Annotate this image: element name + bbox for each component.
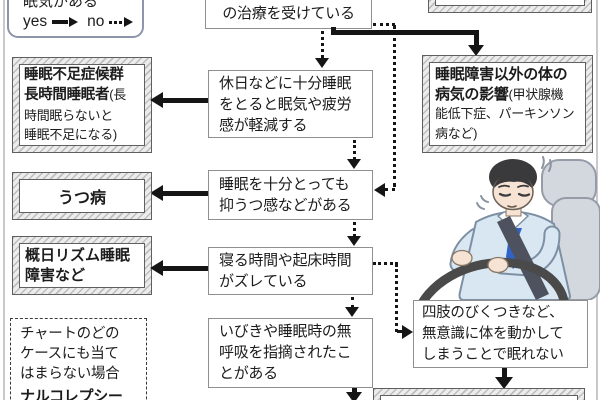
insufficient-line2-bold: 長時間睡眠者 xyxy=(24,87,110,103)
dotted-arrowhead-icon xyxy=(124,17,134,27)
insufficient-line3: 時間眠らないと xyxy=(24,107,113,123)
steering-wheel-shape xyxy=(410,257,570,300)
other-disease-line2-bold: 病気の影響 xyxy=(435,85,509,103)
arrow-depressed-no-head xyxy=(347,236,361,246)
limbs-line2: 無意識に体を動かして xyxy=(422,326,564,342)
node-limb-movement: 四肢のびくつきなど、 無意識に体を動かして しまうことで眠れない xyxy=(413,300,588,368)
limbs-line1: 四肢のびくつきなど、 xyxy=(422,305,564,321)
mouth xyxy=(507,205,517,208)
snoring-line2: 呼吸を指摘されたこ xyxy=(219,344,352,361)
node-treatment-text: の治療を受けている xyxy=(222,5,355,22)
node-snoring-apnea: いびきや睡眠時の無 呼吸を指摘されたこ とがある xyxy=(208,318,373,388)
other-disease-line3: 能低下症、パーキンソン xyxy=(435,106,575,121)
solid-arrow-icon xyxy=(52,20,69,24)
arrow-schedule-no-h2 xyxy=(397,330,404,333)
nomatch-line1: チャートのどの xyxy=(20,326,120,342)
sleepy-eyes xyxy=(498,192,531,197)
limbs-line3: しまうことで眠れない xyxy=(422,347,564,363)
diagnosis-insufficient-sleep: 睡眠不足症候群 長時間睡眠者(長 時間眠らないと 睡眠不足になる) xyxy=(12,57,152,153)
arrow-weekend-yes-head xyxy=(150,92,163,108)
arrow-treatment-yes-head xyxy=(468,45,484,56)
legend-condition: 眠気がある xyxy=(23,0,99,10)
seatbelt-shape xyxy=(497,216,549,300)
legend-key-row: yes no xyxy=(23,13,142,31)
weekend-line3: 感が軽減する xyxy=(219,117,308,134)
diagnosis-other-disease: 睡眠障害以外の体の 病気の影響(甲状腺機 能低下症、パーキンソン 病など) xyxy=(422,55,593,153)
note-no-match: チャートのどの ケースにも当て はまらない場合 ナルコレプシー xyxy=(10,318,147,400)
eyebrows xyxy=(498,184,529,188)
arrow-depressed-no xyxy=(353,222,356,237)
arrow-treatment-yes-horizontal xyxy=(331,30,479,35)
depression-label: うつ病 xyxy=(57,190,106,207)
drowsy-motion-marks-icon xyxy=(476,156,552,210)
insufficient-line1: 睡眠不足症候群 xyxy=(24,66,124,83)
node-depressive-mood: 睡眠を十分とっても 抑うつ感などがある xyxy=(208,170,373,220)
node-sleep-timing: 寝る時間や起床時間 がズレている xyxy=(208,247,373,295)
diagnosis-circadian: 概日リズム睡眠 障害など xyxy=(12,236,152,295)
solid-arrowhead-icon xyxy=(69,17,79,27)
arrow-treatment-no-down xyxy=(321,31,324,58)
arrow-treatment-no-right-h xyxy=(373,23,395,26)
frame-right-line xyxy=(596,0,598,400)
legend-no-label: no xyxy=(87,13,105,30)
arrow-schedule-yes xyxy=(162,266,208,271)
other-disease-line4: 病など) xyxy=(435,125,478,141)
arrow-weekend-no xyxy=(353,140,356,160)
legend-box: 眠気がある yes no xyxy=(7,0,144,38)
weekend-line1: 休日などに十分睡眠 xyxy=(219,75,352,92)
drowsy-driver-illustration xyxy=(410,156,600,300)
weekend-line2: をとると眠気や疲労 xyxy=(219,96,352,113)
insufficient-line2-rest: (長 xyxy=(109,87,126,102)
arrow-schedule-down-head xyxy=(345,307,359,317)
node-top-right-clipped xyxy=(428,0,592,13)
arrow-schedule-yes-head xyxy=(150,260,163,276)
arrow-treatment-no-right-v xyxy=(393,25,396,187)
arrow-limbs-down-head xyxy=(495,377,513,389)
other-disease-line2-rest: (甲状腺機 xyxy=(508,86,564,102)
nomatch-line2: ケースにも当て xyxy=(20,346,119,362)
arrow-limbs-down xyxy=(502,368,507,378)
arrow-weekend-yes xyxy=(162,98,208,103)
depressed-line2: 抑うつ感などがある xyxy=(219,197,352,214)
arrow-treatment-no-right-h2 xyxy=(385,188,395,191)
arrow-treatment-no-down-head xyxy=(315,58,329,68)
arrow-snoring-down-head xyxy=(346,392,362,400)
arrow-snoring-down xyxy=(352,388,357,393)
snoring-line1: いびきや睡眠時の無 xyxy=(219,323,352,340)
diagnosis-depression: うつ病 xyxy=(12,172,152,220)
circadian-line2: 障害など xyxy=(25,266,86,284)
frame-left-line xyxy=(3,0,5,400)
other-disease-line1: 睡眠障害以外の体の xyxy=(435,66,568,83)
arrow-weekend-no-head xyxy=(347,159,361,169)
arrow-depressed-yes xyxy=(162,191,208,196)
arrow-into-depressed-head xyxy=(374,183,385,197)
left-hand xyxy=(451,249,473,267)
arrow-depressed-yes-head xyxy=(150,185,163,201)
schedule-line1: 寝る時間や起床時間 xyxy=(219,252,352,269)
schedule-line2: がズレている xyxy=(219,273,308,290)
node-treatment: の治療を受けている xyxy=(205,0,372,29)
depressed-line1: 睡眠を十分とっても xyxy=(219,176,350,193)
arrow-schedule-no-h xyxy=(373,262,398,265)
node-weekend-sleep: 休日などに十分睡眠 をとると眠気や疲労 感が軽減する xyxy=(208,70,373,138)
snoring-line3: とがある xyxy=(219,365,278,382)
arrow-treatment-yes-vertical xyxy=(474,30,479,46)
diagnosis-narcolepsy: ナルコレプシー xyxy=(20,388,123,400)
dotted-arrow-icon xyxy=(109,20,123,24)
right-hand xyxy=(487,256,509,274)
arrow-schedule-no-v xyxy=(395,264,398,332)
circadian-line1: 概日リズム睡眠 xyxy=(25,246,131,264)
node-bottom-right-clipped xyxy=(373,388,585,400)
arrow-schedule-down xyxy=(351,297,354,308)
nomatch-line3: はまらない場合 xyxy=(20,366,120,382)
insufficient-line4: 睡眠不足になる) xyxy=(24,127,117,142)
legend-yes-label: yes xyxy=(23,13,48,30)
arrow-into-limbs-head xyxy=(402,325,413,339)
